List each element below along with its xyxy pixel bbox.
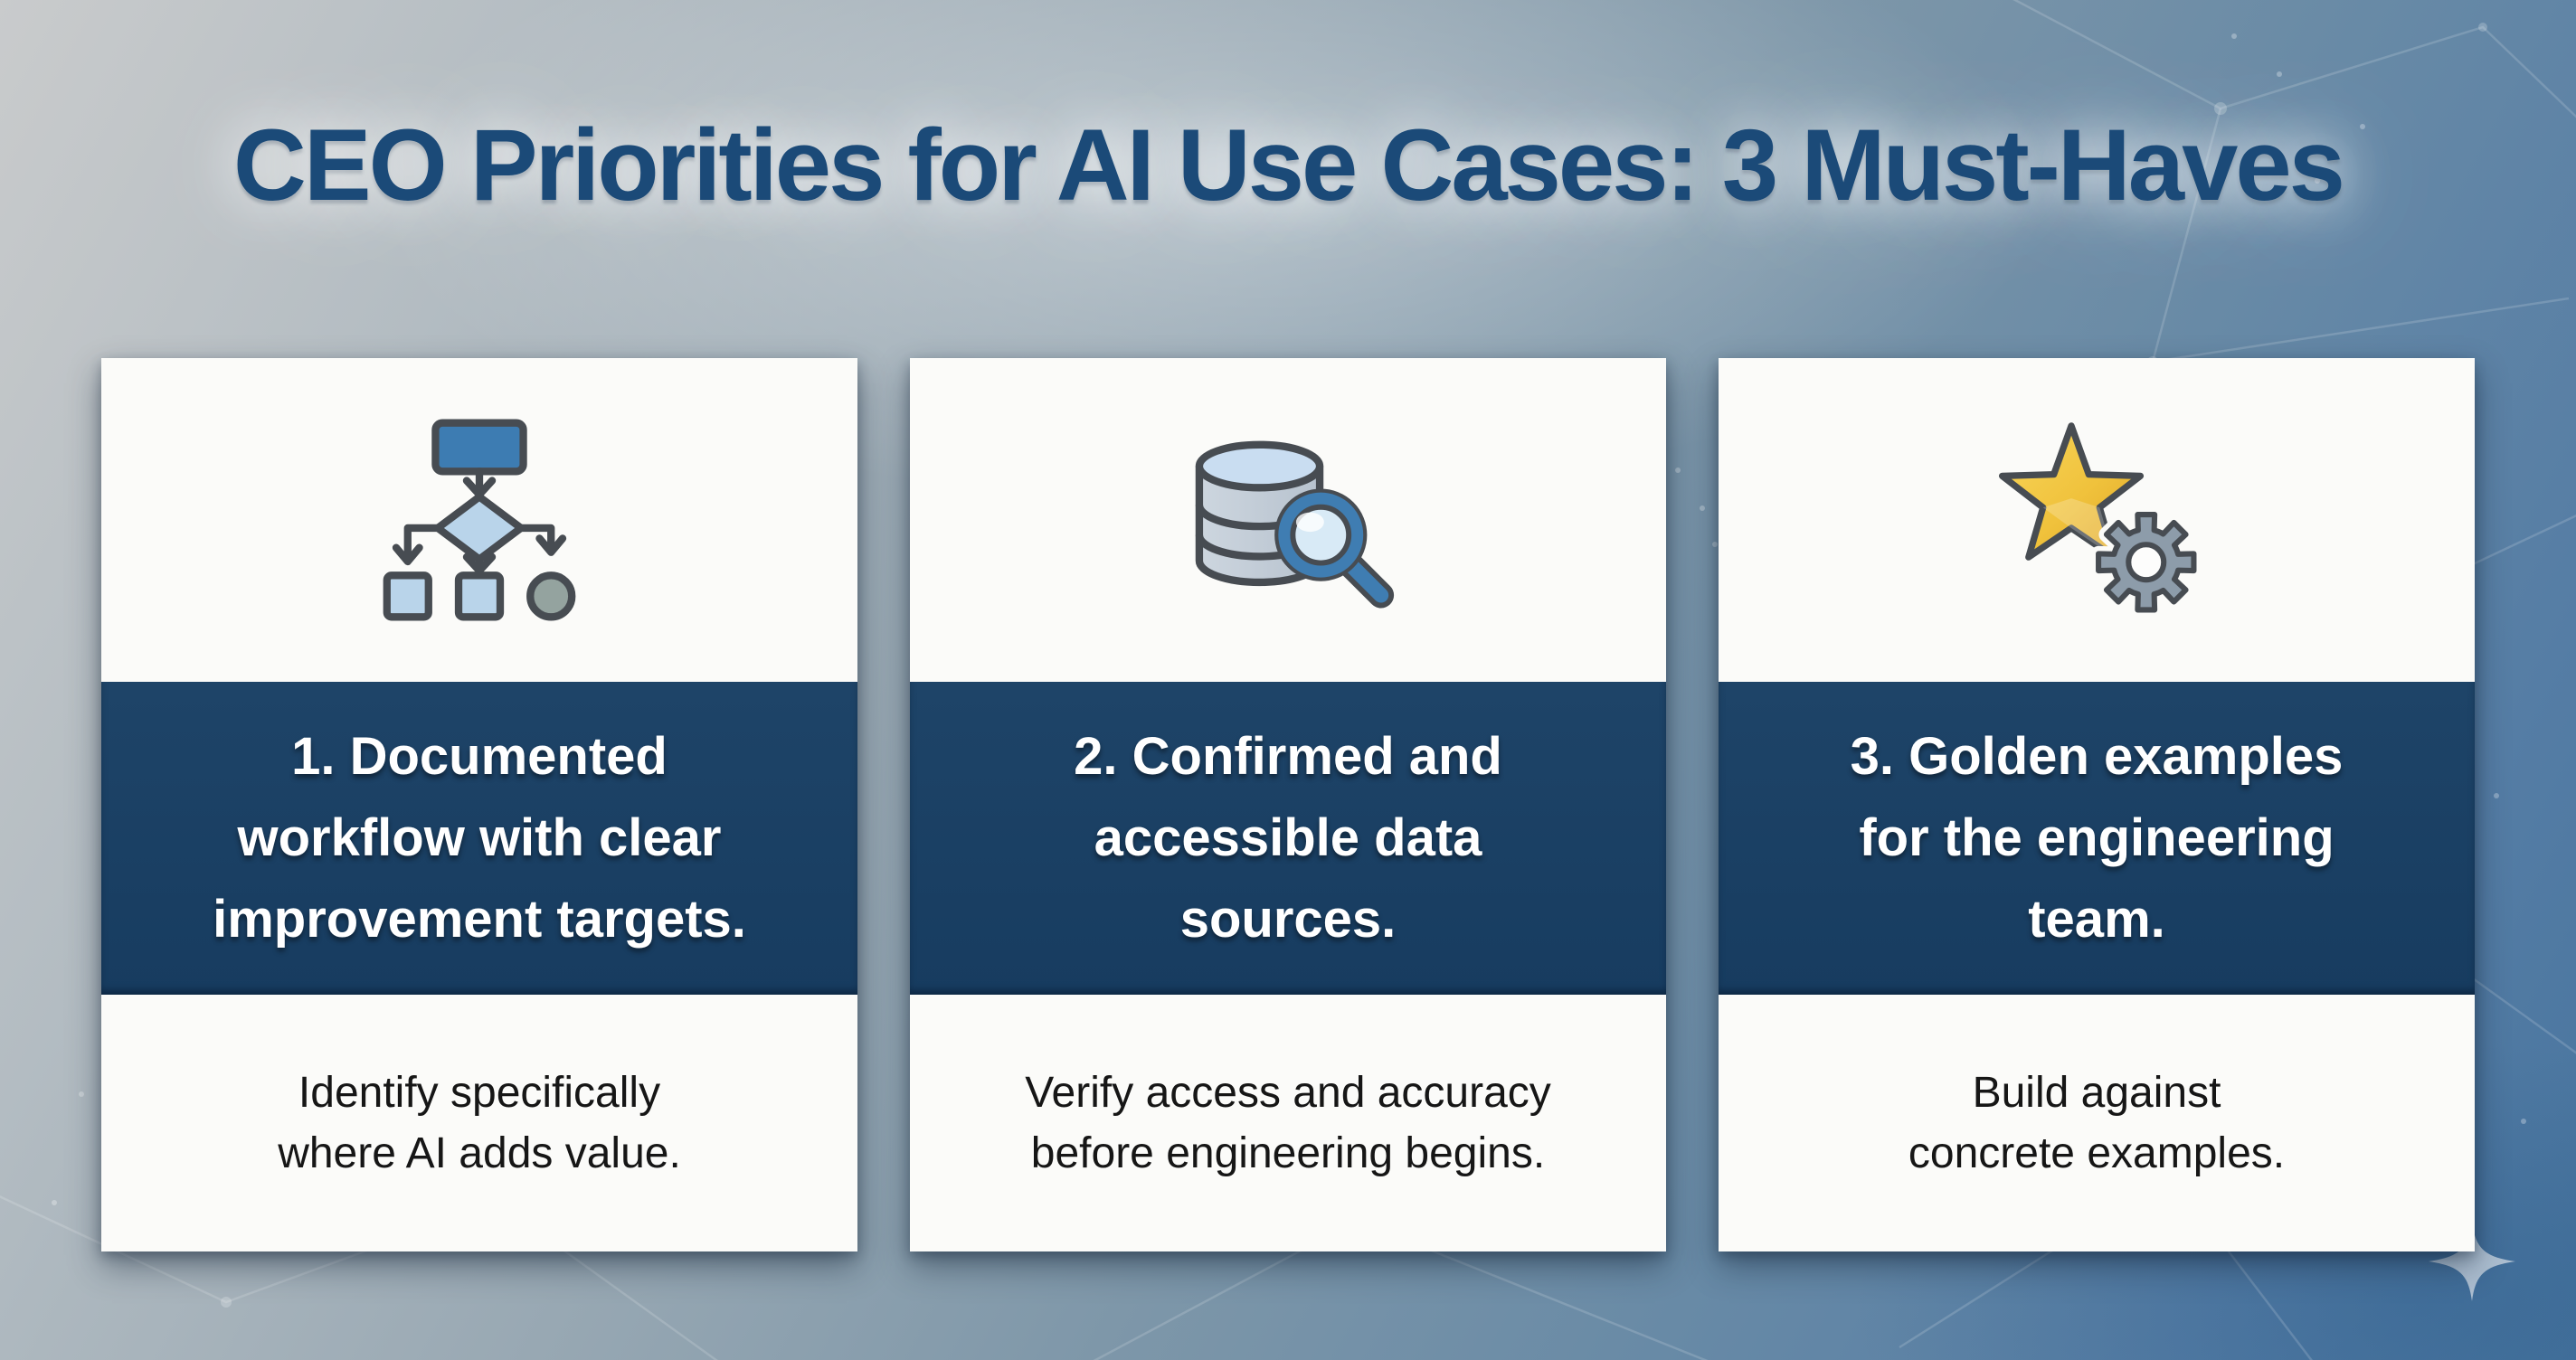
- card-3-heading: 3. Golden examples for the engineering t…: [1850, 727, 2344, 949]
- card-3-icon-area: [1719, 358, 2475, 682]
- card-3-description: Build against concrete examples.: [1908, 1069, 2286, 1177]
- database-search-icon: [1195, 440, 1395, 609]
- card-1-description-area: Identify specifically where AI adds valu…: [101, 995, 857, 1251]
- card-3-heading-band: 3. Golden examples for the engineering t…: [1719, 682, 2475, 995]
- cards-row: 1. Documented workflow with clear improv…: [101, 358, 2475, 1251]
- card-1-heading-band: 1. Documented workflow with clear improv…: [101, 682, 857, 995]
- card-2-description: Verify access and accuracy before engine…: [1025, 1069, 1551, 1177]
- card-2-heading: 2. Confirmed and accessible data sources…: [1074, 727, 1502, 949]
- card-1-icon-area: [101, 358, 857, 682]
- priority-card-2: 2. Confirmed and accessible data sources…: [910, 358, 1666, 1251]
- card-2-heading-band: 2. Confirmed and accessible data sources…: [910, 682, 1666, 995]
- card-2-icon-area: [910, 358, 1666, 682]
- priority-card-3: 3. Golden examples for the engineering t…: [1719, 358, 2475, 1251]
- card-1-description: Identify specifically where AI adds valu…: [278, 1069, 681, 1177]
- star-gear-icon: [1998, 421, 2202, 618]
- card-1-heading: 1. Documented workflow with clear improv…: [213, 727, 746, 949]
- sparkle-icon: [2429, 1222, 2515, 1301]
- page-title: CEO Priorities for AI Use Cases: 3 Must-…: [233, 109, 2345, 222]
- flowchart-icon: [383, 419, 576, 621]
- card-2-description-area: Verify access and accuracy before engine…: [910, 995, 1666, 1251]
- priority-card-1: 1. Documented workflow with clear improv…: [101, 358, 857, 1251]
- card-3-description-area: Build against concrete examples.: [1719, 995, 2475, 1251]
